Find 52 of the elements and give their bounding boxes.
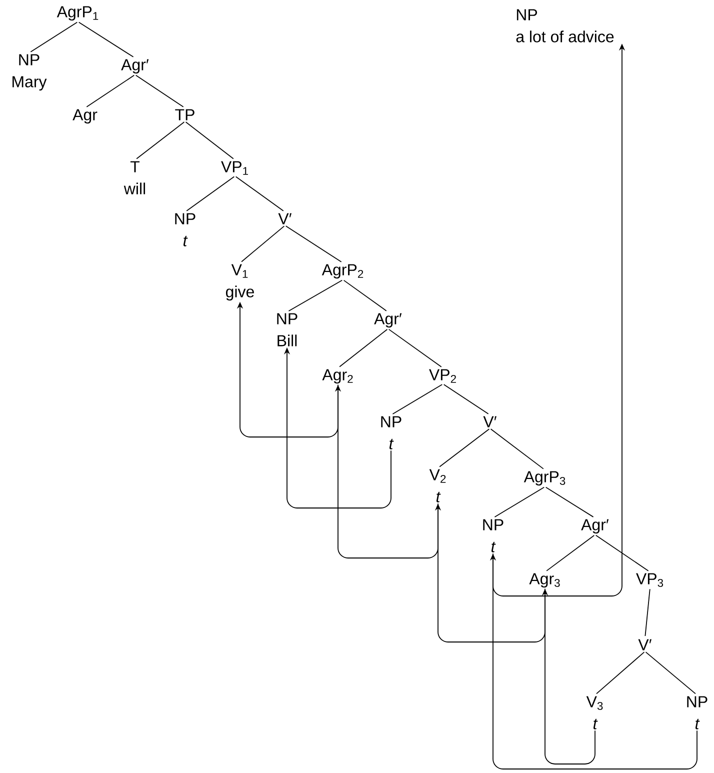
syntax-label: NP t xyxy=(483,519,504,552)
tree-branch xyxy=(86,74,135,108)
tree-branch xyxy=(241,226,285,262)
syntax-label: T will xyxy=(124,161,146,194)
tree-branch xyxy=(186,176,235,212)
syntax-label: AgrP$_{1}$ xyxy=(56,6,98,21)
tree-branch xyxy=(494,486,545,518)
tree-branch xyxy=(644,588,650,636)
syntax-label: Agr′ xyxy=(374,313,402,328)
tree-branch xyxy=(645,652,696,694)
tree-branch xyxy=(339,328,388,368)
syntax-label: NP t xyxy=(175,213,196,246)
syntax-label: VP$_{1}$ xyxy=(221,161,248,175)
syntax-label: Agr′ xyxy=(581,519,609,534)
tree-branch xyxy=(288,280,343,312)
syntax-label: NP Mary xyxy=(12,54,47,91)
syntax-label: V$_{2}$ t xyxy=(429,469,446,502)
tree-branch xyxy=(185,122,234,160)
tree-branch xyxy=(235,176,284,212)
tree-branch xyxy=(443,384,489,414)
tree-branch xyxy=(490,428,544,470)
tree-branch xyxy=(135,74,184,108)
syntax-label: TP xyxy=(175,109,194,120)
syntax-label: VP$_{2}$ xyxy=(429,369,456,383)
tree-branch xyxy=(546,534,595,572)
syntax-label: V′ xyxy=(278,213,292,224)
syntax-label: Agr$_{2}$ xyxy=(322,369,353,384)
syntax-label: Agr′ xyxy=(121,59,149,74)
tree-branch xyxy=(545,486,594,518)
syntax-label: NP t xyxy=(381,416,402,450)
syntax-label: Agr$_{3}$ xyxy=(529,573,560,588)
syntax-label: V′ xyxy=(638,639,652,650)
tree-branch xyxy=(388,328,442,368)
syntax-label: V$_{3}$ t xyxy=(586,696,603,730)
syntax-label: NP a lot of advice xyxy=(516,9,614,42)
syntax-label: V$_{1}$ give xyxy=(226,264,254,301)
tree-branch xyxy=(285,226,342,262)
tree-branch xyxy=(30,22,78,52)
syntax-label: AgrP$_{3}$ xyxy=(524,471,566,486)
syntax-label: AgrP$_{2}$ xyxy=(322,264,364,279)
tree-branch xyxy=(439,428,490,468)
tree-branch xyxy=(596,652,645,694)
syntax-label: V′ xyxy=(483,416,497,428)
tree-branch xyxy=(595,534,649,572)
syntax-label: VP$_{3}$ xyxy=(636,573,664,587)
tree-branch xyxy=(136,122,185,160)
tree-branch xyxy=(343,280,387,312)
syntax-label: NP t xyxy=(687,696,708,730)
tree-branch xyxy=(392,384,443,414)
syntax-label: NP Bill xyxy=(277,313,298,346)
tree-branch xyxy=(78,22,134,58)
syntax-label: Agr xyxy=(72,109,98,124)
